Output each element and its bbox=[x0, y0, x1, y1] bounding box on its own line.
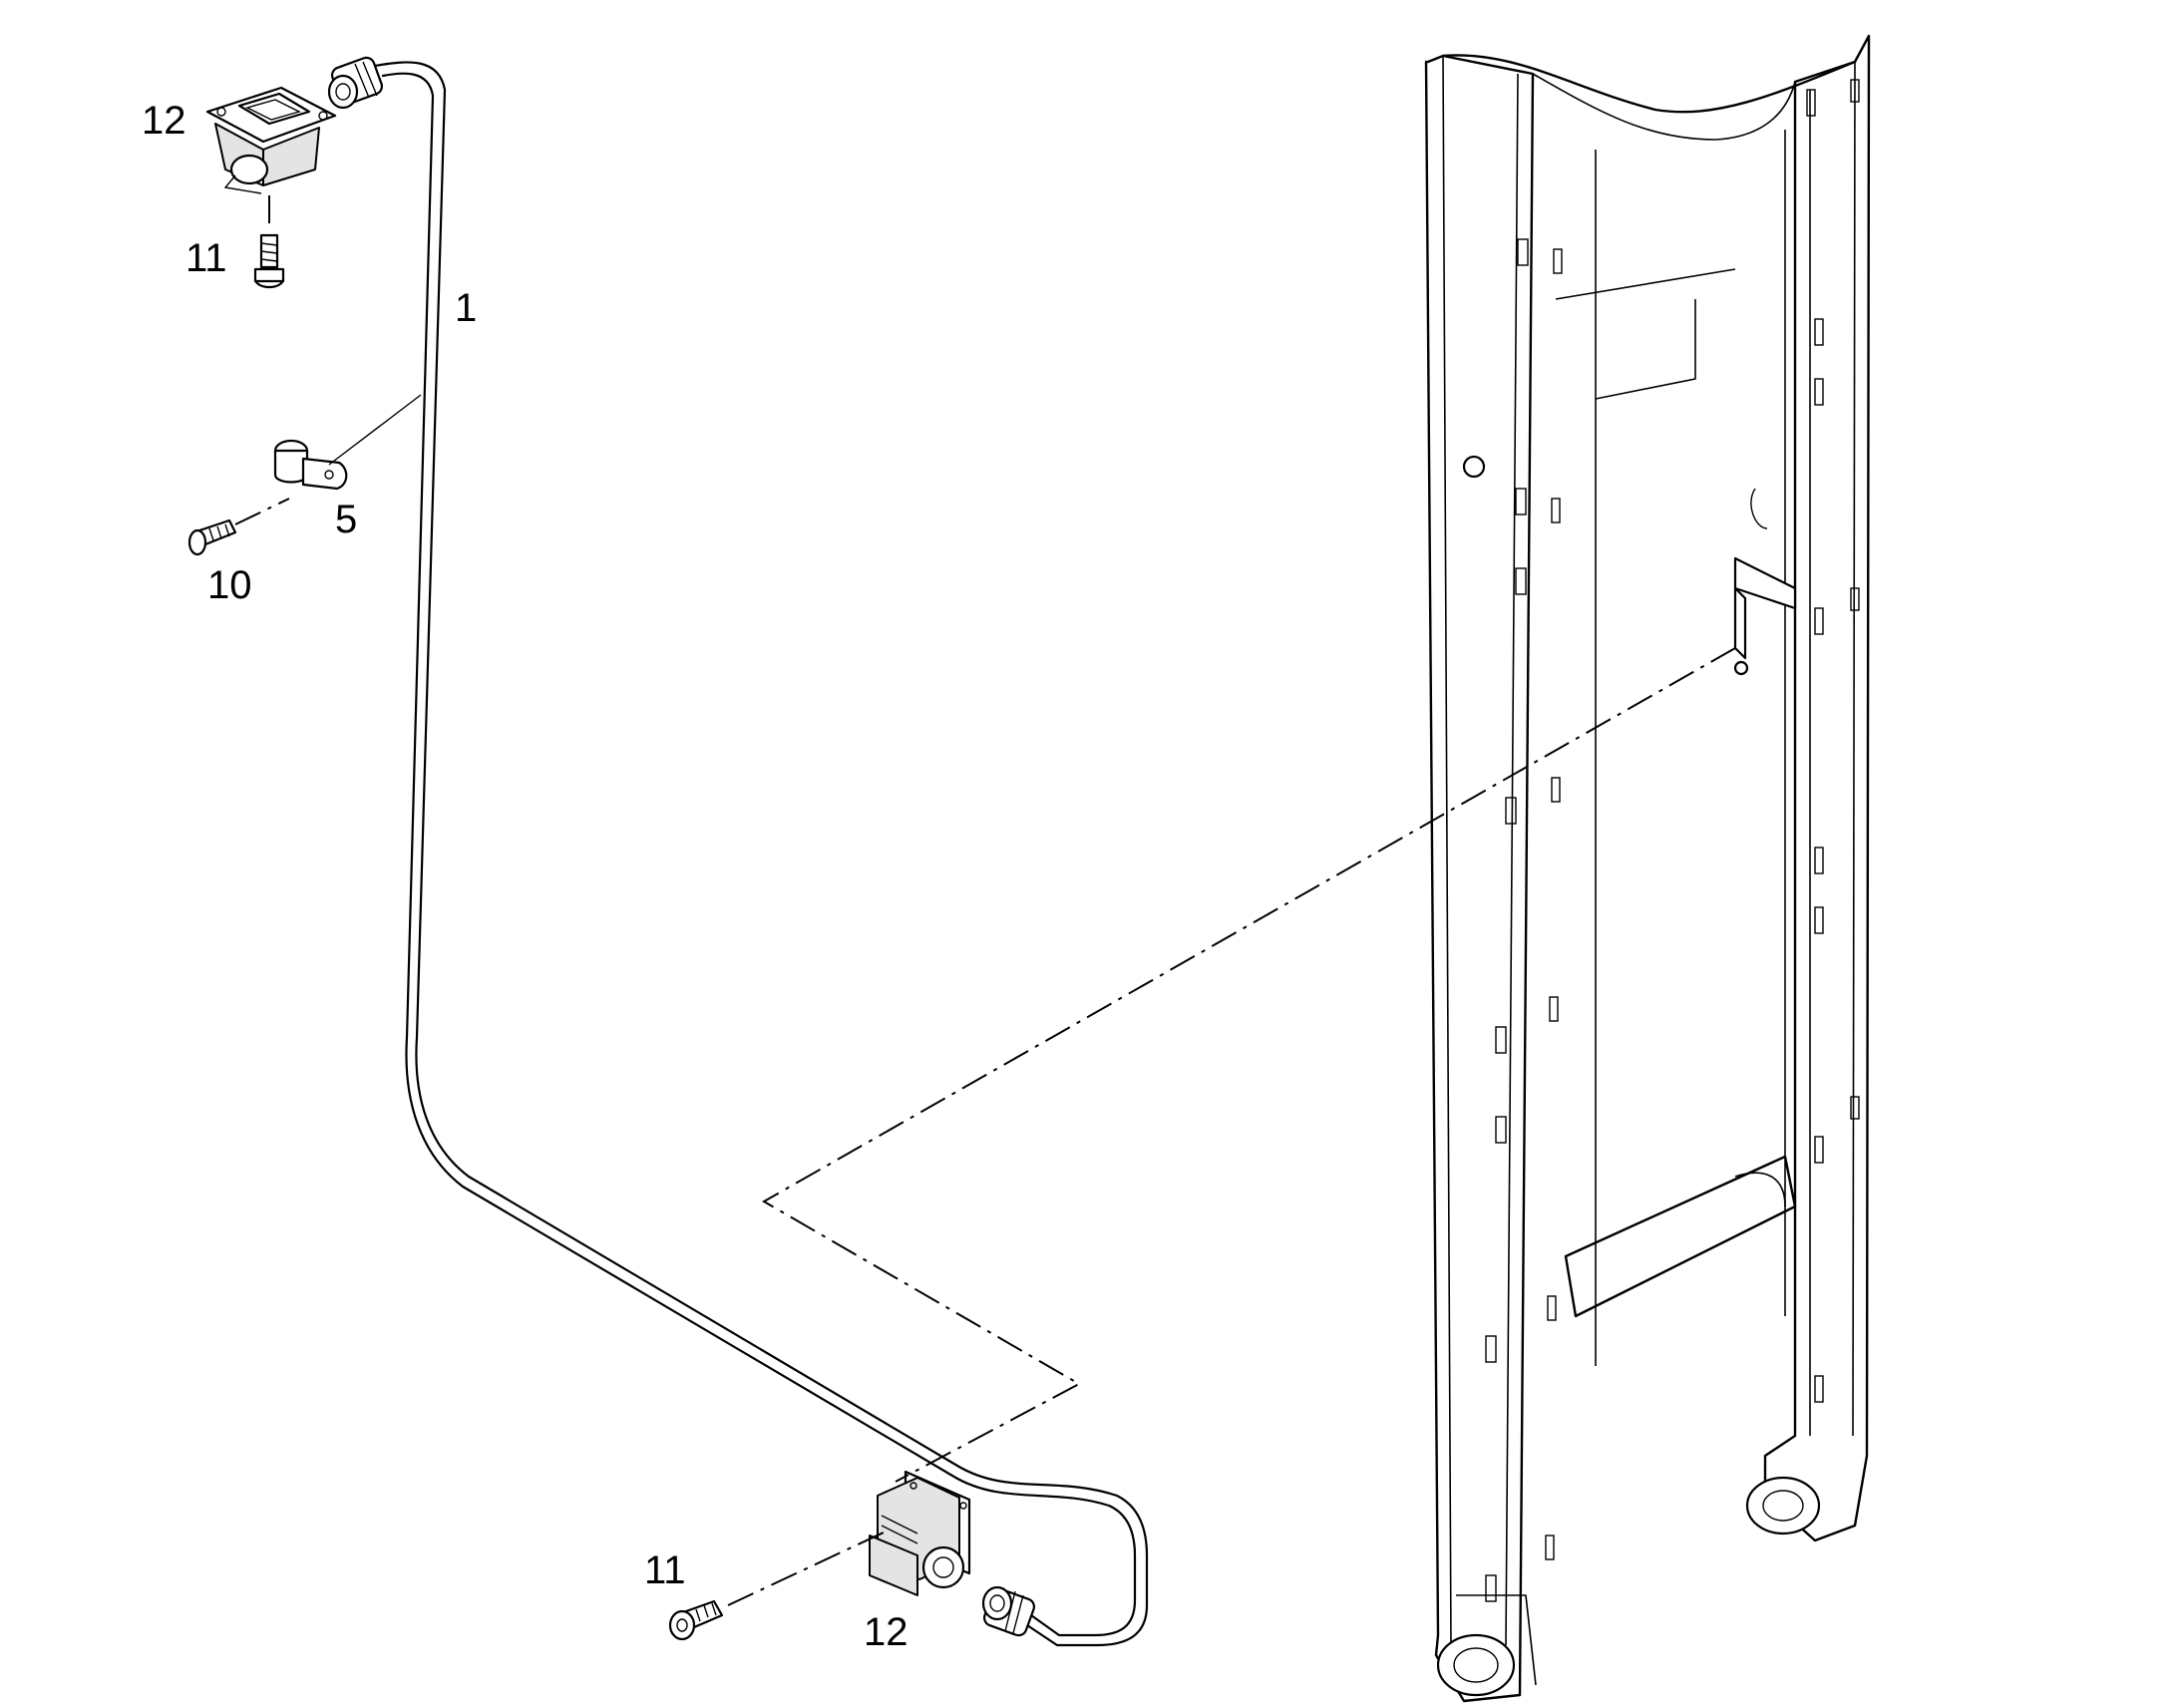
cable-connector-bottom bbox=[981, 1585, 1036, 1637]
screw-bottom bbox=[668, 1531, 887, 1641]
socket-housing-top bbox=[205, 86, 337, 194]
callout-1-cable: 1 bbox=[455, 286, 477, 330]
callout-11-top: 11 bbox=[185, 236, 227, 280]
screw-top bbox=[253, 195, 285, 289]
callout-11-bottom: 11 bbox=[644, 1548, 686, 1592]
screw-clip bbox=[187, 498, 290, 556]
installation-centerline bbox=[761, 647, 1736, 1483]
callout-12-bottom: 12 bbox=[864, 1610, 908, 1654]
bolt-hole bbox=[1462, 455, 1486, 479]
cable-assembly bbox=[373, 61, 1149, 1647]
mast-frame bbox=[1424, 34, 1871, 1703]
cable-connector-top bbox=[327, 56, 384, 110]
socket-housing-bottom bbox=[869, 1470, 971, 1596]
callout-10-screw: 10 bbox=[207, 563, 252, 607]
sensor-bracket bbox=[1733, 488, 1797, 676]
right-eye-lug bbox=[1745, 1476, 1821, 1536]
callout-5-clip: 5 bbox=[335, 498, 357, 541]
rail-slots-right bbox=[1806, 79, 1860, 1403]
cable-clip bbox=[273, 394, 422, 491]
rail-slots-left bbox=[1485, 238, 1563, 1602]
left-eye-lug bbox=[1436, 1594, 1537, 1697]
callout-12-top: 12 bbox=[142, 99, 186, 143]
